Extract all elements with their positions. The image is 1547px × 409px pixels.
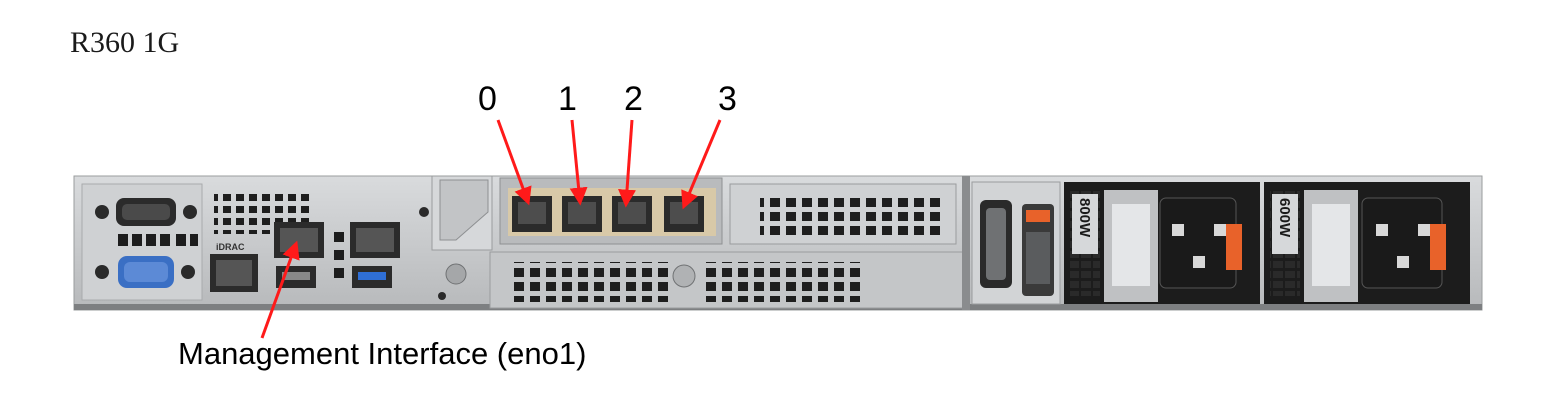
port-label-3: 3 [718,80,737,118]
psu-handle-area [971,181,1061,305]
psu-2: 600W [1264,182,1470,304]
ethernet-port-2 [350,222,400,258]
page-title: R360 1G [70,26,180,59]
nic-port-1 [562,196,602,232]
svg-text:iDRAC: iDRAC [216,242,245,252]
vent-grille-slot-2 [760,198,946,238]
vent-grille-lower-right [700,262,860,302]
svg-text:800W: 800W [1076,198,1093,238]
svg-text:600W: 600W [1276,198,1293,238]
port-label-1: 1 [558,80,577,118]
eno1-port [274,222,324,258]
nic-port-0 [512,196,552,232]
port-label-2: 2 [624,80,643,118]
idrac-port: iDRAC [210,242,258,292]
arrow-port-3 [681,119,722,210]
status-indicators [118,234,198,246]
vga-port [95,256,195,288]
vent-grille-lower-left [508,262,668,302]
quad-nic-card [499,177,723,245]
nic-port-3 [664,196,704,232]
arrow-management-interface [260,240,300,339]
arrow-port-1 [569,119,588,206]
arrow-port-0 [496,119,532,206]
arrow-port-2 [618,119,637,208]
psu-1: 800W [1064,182,1260,304]
management-interface-label: Management Interface (eno1) [178,336,587,371]
port-label-0: 0 [478,80,497,118]
nic-port-2 [612,196,652,232]
serial-port [95,198,197,226]
usb3-port [352,266,392,288]
